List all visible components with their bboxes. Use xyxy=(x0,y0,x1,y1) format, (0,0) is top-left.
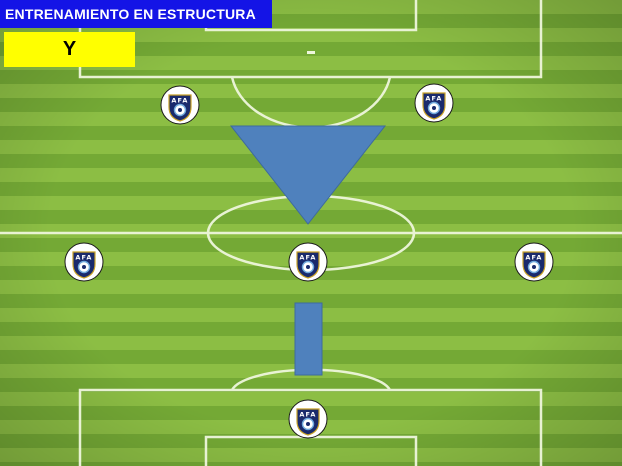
player-mid-right-icon[interactable]: AFA xyxy=(514,242,554,282)
triangle-shape xyxy=(229,125,387,225)
player-top-right-icon[interactable]: AFA xyxy=(414,83,454,123)
afa-badge-text: AFA xyxy=(171,97,188,105)
page-title: ENTRENAMIENTO EN ESTRUCTURA xyxy=(0,0,272,28)
player-bottom-icon[interactable]: AFA xyxy=(288,399,328,439)
rectangle-shape xyxy=(294,302,323,376)
bottom-penalty-area xyxy=(78,388,543,466)
afa-badge-text: AFA xyxy=(425,95,442,103)
exercise-label: Y xyxy=(4,32,135,67)
top-penalty-spot xyxy=(307,51,315,54)
afa-badge-text: AFA xyxy=(75,254,92,262)
player-mid-center-icon[interactable]: AFA xyxy=(288,242,328,282)
afa-badge-text: AFA xyxy=(525,254,542,262)
player-top-left-icon[interactable]: AFA xyxy=(160,85,200,125)
afa-badge-text: AFA xyxy=(299,254,316,262)
afa-badge-text: AFA xyxy=(299,411,316,419)
player-mid-left-icon[interactable]: AFA xyxy=(64,242,104,282)
